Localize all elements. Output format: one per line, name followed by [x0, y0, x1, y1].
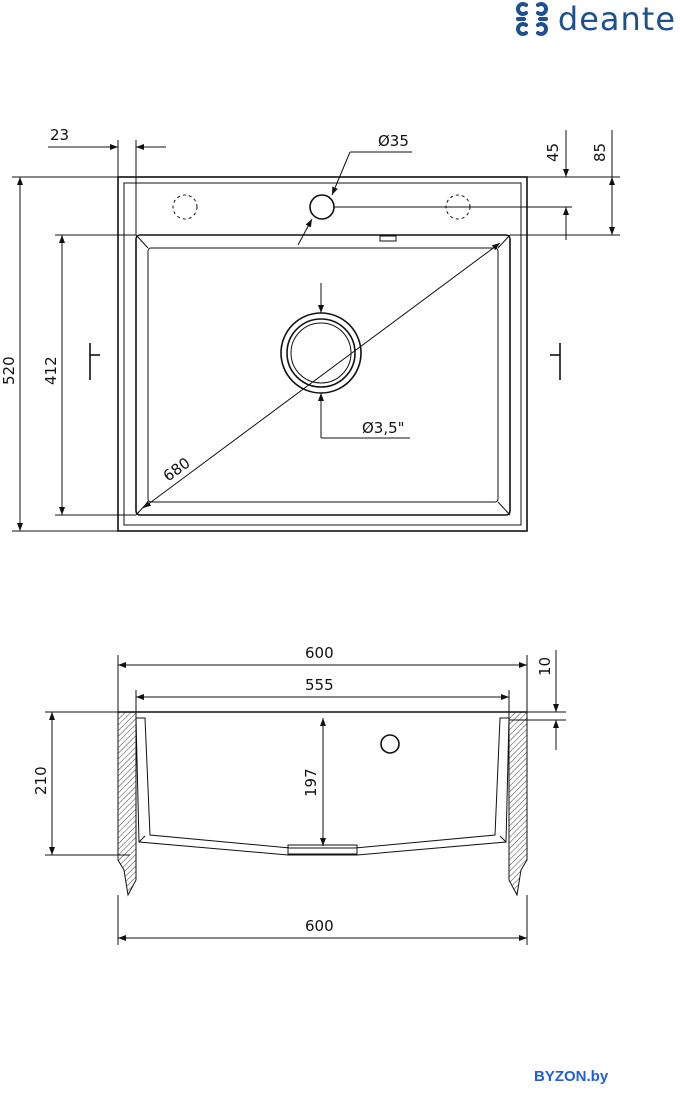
tap-hole [309, 194, 335, 220]
optional-tap-hole-left [172, 194, 198, 220]
dim-bowl-depth: 412 [42, 356, 60, 385]
dim-left-offset: 23 [50, 126, 69, 144]
brand-logo: deante [512, 0, 676, 38]
dim-width-bottom: 600 [305, 917, 334, 935]
dim-overall-depth: 520 [0, 356, 18, 385]
dim-tap-hole: Ø35 [378, 132, 409, 150]
brand-name: deante [557, 0, 676, 38]
dim-height: 210 [32, 766, 50, 795]
dim-diagonal: 680 [160, 454, 194, 485]
dim-tap-from-edge: 45 [544, 143, 562, 162]
dim-rim: 10 [536, 657, 554, 676]
dim-bowl-width: 555 [305, 676, 334, 694]
dim-bowl-from-edge: 85 [591, 143, 609, 162]
side-view: 600 555 10 210 197 600 [32, 644, 566, 945]
drain [280, 312, 362, 394]
watermark: BYZON.by [534, 1068, 609, 1085]
top-view: 23 Ø35 45 85 520 412 680 Ø3,5" [0, 126, 620, 532]
dim-bowl-height: 197 [302, 768, 320, 797]
overflow-hole [380, 734, 400, 754]
dim-width-top: 600 [305, 644, 334, 662]
dim-drain: Ø3,5" [362, 419, 405, 437]
logo-icon [515, 2, 548, 36]
